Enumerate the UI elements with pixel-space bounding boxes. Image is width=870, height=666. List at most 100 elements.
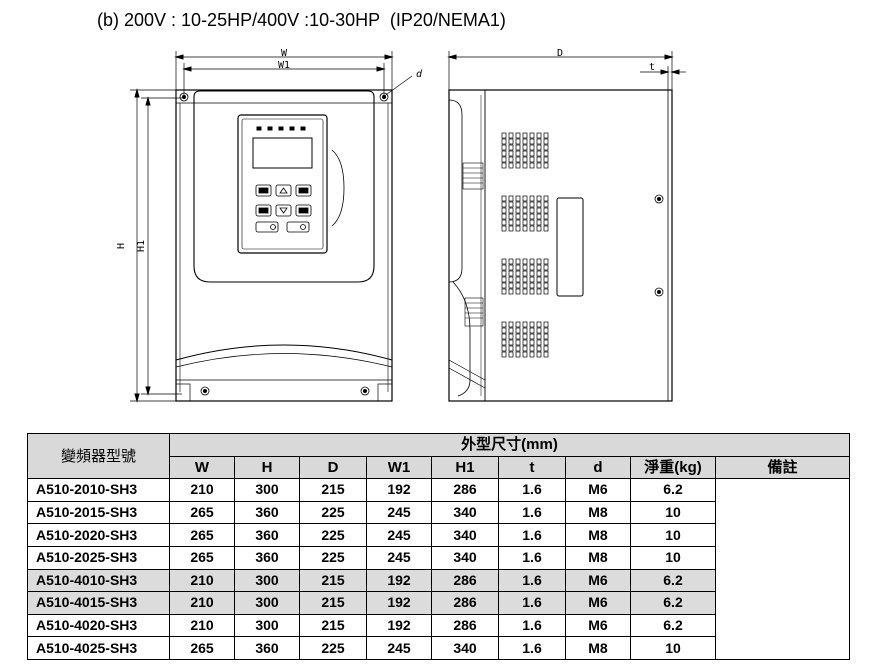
value-cell: M8 [565, 545, 631, 570]
vent-slot [536, 288, 542, 295]
vent-slot [529, 219, 535, 226]
value-cell: 300 [234, 478, 300, 502]
vent-slot [543, 351, 549, 358]
w-label: W [281, 48, 288, 59]
vent-slot [501, 339, 507, 346]
column-header: 備註 [715, 455, 850, 480]
vent-slot [515, 321, 521, 328]
mounting-hole [360, 386, 370, 396]
w1-label: W1 [278, 60, 290, 71]
front-cover [193, 90, 375, 283]
value-cell: 340 [431, 545, 499, 570]
model-cell: A510-2015-SH3 [27, 500, 170, 525]
vent-slot [515, 333, 521, 340]
vent-slot [543, 321, 549, 328]
value-cell: 340 [431, 500, 499, 525]
value-cell: 10 [630, 636, 716, 660]
value-cell: 192 [366, 613, 432, 638]
vent-slot [501, 270, 507, 277]
t-label: t [649, 62, 655, 73]
vent-slot [529, 276, 535, 283]
vent-slot [529, 162, 535, 169]
vent-slot [522, 213, 528, 220]
vent-slot [522, 288, 528, 295]
vent-slot [536, 321, 542, 328]
vent-slot [536, 132, 542, 139]
value-cell: 245 [366, 500, 432, 525]
vent-slot [543, 201, 549, 208]
vent-slot [536, 264, 542, 271]
vent-slot [536, 345, 542, 352]
vent-slot [501, 138, 507, 145]
value-cell: 225 [299, 636, 367, 660]
vent-slot [536, 144, 542, 151]
vent-slot [515, 282, 521, 289]
vent-slot [501, 264, 507, 271]
column-header: H [234, 455, 300, 480]
column-header: D [299, 455, 367, 480]
keypad-button [275, 204, 292, 217]
value-cell: 215 [299, 591, 367, 615]
vent-slot [529, 207, 535, 214]
vent-slot [508, 195, 514, 202]
vent-slot [508, 162, 514, 169]
dimension-drawing: W W1 d H H1 [116, 48, 686, 403]
vent-slot [522, 225, 528, 232]
value-cell: 6.2 [630, 613, 716, 638]
side-vent-lower [464, 297, 484, 327]
vent-slot [501, 225, 507, 232]
value-cell: 225 [299, 523, 367, 547]
vent-slot [543, 132, 549, 139]
vent-slot [536, 276, 542, 283]
vent-slot [501, 219, 507, 226]
vent-slot [536, 156, 542, 163]
vent-slot [522, 156, 528, 163]
vent-slot [501, 213, 507, 220]
vent-slot [536, 225, 542, 232]
vent-slot [522, 258, 528, 265]
vent-slot [515, 207, 521, 214]
value-cell: 210 [169, 478, 235, 502]
vent-slot [515, 288, 521, 295]
value-cell: M8 [565, 500, 631, 525]
vent-slot [522, 132, 528, 139]
vent-slot [522, 264, 528, 271]
value-cell: 245 [366, 545, 432, 570]
vent-slot [508, 276, 514, 283]
figure-caption: (b) 200V : 10-25HP/400V :10-30HP (IP20/N… [97, 10, 506, 30]
value-cell: 360 [234, 636, 300, 660]
vent-slot [501, 150, 507, 157]
vent-slot [543, 270, 549, 277]
vent-slot [501, 258, 507, 265]
model-cell: A510-2025-SH3 [27, 545, 170, 570]
vent-slot [522, 321, 528, 328]
value-cell: 192 [366, 478, 432, 502]
vent-slot [529, 225, 535, 232]
access-cover [556, 197, 584, 297]
dimension-group-header: 外型尺寸(mm) [169, 433, 850, 457]
vent-slot [501, 351, 507, 358]
vent-slot [543, 144, 549, 151]
vent-slot [529, 195, 535, 202]
vent-slot [536, 219, 542, 226]
vent-slot [501, 201, 507, 208]
column-header: 淨重(kg) [630, 455, 716, 480]
vent-slot [529, 288, 535, 295]
value-cell: 360 [234, 500, 300, 525]
vent-slot [529, 258, 535, 265]
vent-slot [508, 132, 514, 139]
value-cell: 1.6 [498, 523, 566, 547]
value-cell: 215 [299, 613, 367, 638]
vent-slot [529, 333, 535, 340]
vent-slot [522, 333, 528, 340]
value-cell: 286 [431, 478, 499, 502]
vent-slot [536, 351, 542, 358]
side-vent-upper [462, 162, 484, 190]
value-cell: 1.6 [498, 568, 566, 593]
vent-slot [515, 339, 521, 346]
value-cell: 215 [299, 568, 367, 593]
value-cell: M8 [565, 636, 631, 660]
vent-slot [515, 276, 521, 283]
